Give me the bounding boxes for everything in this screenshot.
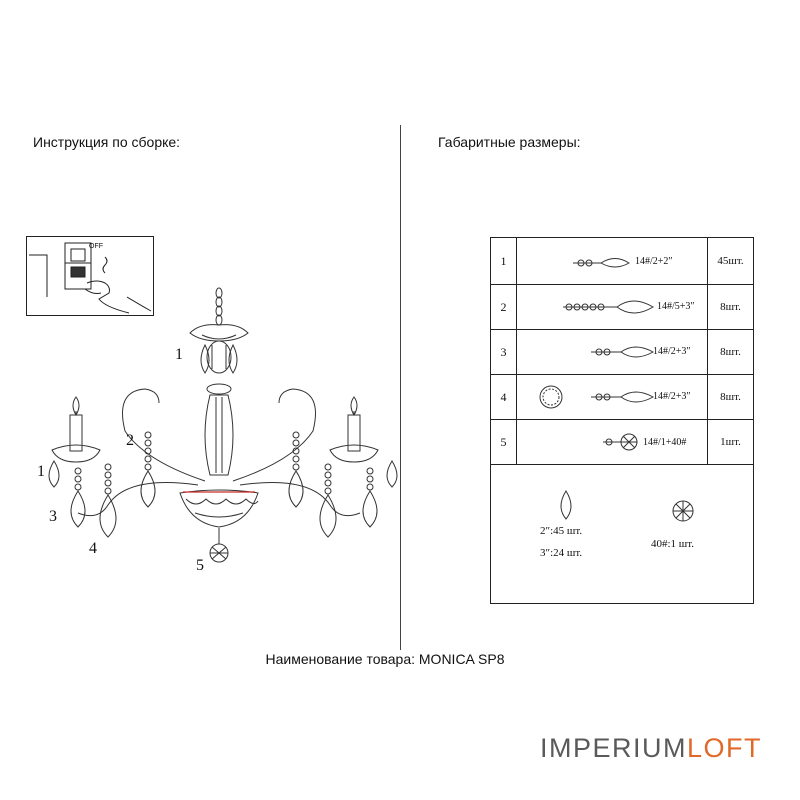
callout-5: 5 (196, 557, 204, 574)
part-number: 3 (490, 329, 517, 375)
legend-crystals (560, 490, 694, 522)
table-row: 2″:45 шт. 3″:24 шт. 40#:1 шт. (490, 464, 754, 604)
part-quantity: 1шт. (707, 419, 754, 465)
table-row: 5 14#/1+40# 1шт. (490, 419, 754, 465)
table-row: 1 14#/2+2″ 45шт. (490, 237, 754, 285)
part-spec: 14#/2+3″ (653, 346, 691, 357)
callout-4: 4 (89, 540, 97, 557)
switch-hand-icon (29, 242, 152, 314)
part-number: 2 (490, 284, 517, 330)
part-spec: 14#/2+2″ (635, 256, 673, 267)
crystal-drop-icon (48, 460, 398, 538)
part-spec: 14#/1+40# (643, 437, 687, 448)
part-number: 4 (490, 374, 517, 420)
switch-off-label: OFF (89, 243, 103, 250)
brand-imperium: IMPERIUM (539, 733, 687, 763)
part-illustration: 14#/5+3″ (516, 284, 708, 330)
pendant-2-icon (573, 258, 630, 268)
chandelier-drawing (48, 287, 398, 563)
callout-3: 3 (49, 508, 57, 525)
part-number: 5 (490, 419, 517, 465)
part-spec: 14#/5+3″ (657, 301, 695, 312)
chain-icon (215, 287, 223, 326)
legend-drop-2: 2″:45 шт. (540, 525, 583, 537)
part-illustration: 14#/2+3″ (516, 374, 708, 420)
callout-1-top: 1 (175, 346, 183, 363)
legend-ball: 40#:1 шт. (651, 538, 695, 550)
pendant-5-icon (563, 300, 654, 314)
brand-loft: LOFT (686, 733, 762, 763)
product-name: Наименование товара: MONICA SP8 (265, 651, 505, 667)
part-quantity: 8шт. (707, 329, 754, 375)
table-row: 4 14#/2+3″ 8шт. (490, 374, 754, 420)
part-spec: 14#/2+3″ (653, 391, 691, 402)
power-off-illustration: OFF (26, 236, 154, 316)
crystal-legend: 2″:45 шт. 3″:24 шт. 40#:1 шт. (490, 464, 754, 604)
part-illustration: 14#/2+3″ (516, 329, 708, 375)
ball-pendant-icon (603, 433, 638, 451)
part-quantity: 45шт. (707, 237, 754, 285)
legend-drop-3: 3″:24 шт. (540, 547, 583, 559)
part-illustration: 14#/2+2″ (516, 237, 708, 285)
assembly-heading: Инструкция по сборке: (33, 134, 181, 150)
brand-logo: IMPERIUMLOFT (540, 733, 762, 764)
pendant-3-icon (591, 346, 655, 358)
part-number: 1 (490, 237, 517, 285)
part-quantity: 8шт. (707, 284, 754, 330)
callout-1-left: 1 (37, 463, 45, 480)
part-illustration: 14#/1+40# (516, 419, 708, 465)
crystal-drop-icon (560, 490, 572, 520)
table-row: 3 14#/2+3″ 8шт. (490, 329, 754, 375)
parts-table: 1 14#/2+2″ 45шт. 2 (490, 237, 754, 604)
callout-2: 2 (126, 432, 134, 449)
bead-ring-pendant-icon (539, 385, 655, 409)
vertical-divider (400, 125, 401, 650)
table-row: 2 14#/5+3″ 8шт. (490, 284, 754, 330)
dimensions-heading: Габаритные размеры: (438, 134, 581, 150)
part-quantity: 8шт. (707, 374, 754, 420)
